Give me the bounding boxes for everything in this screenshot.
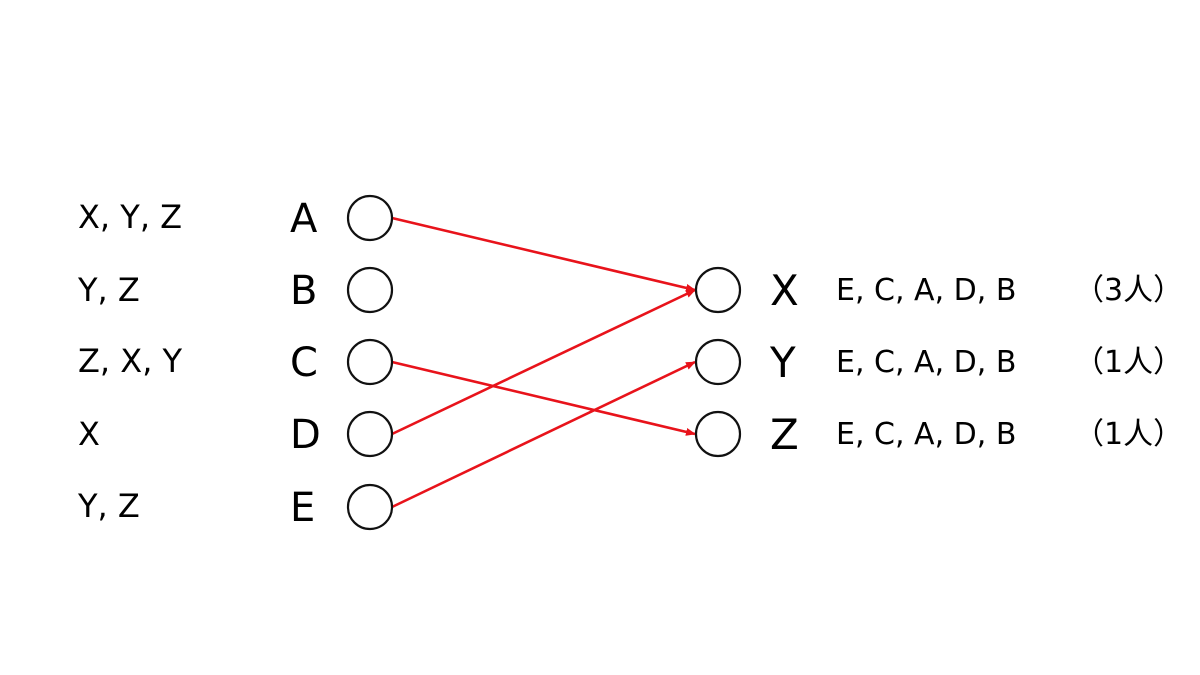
acceptor-row-x: X E, C, A, D, B （3人） — [694, 266, 1183, 315]
edge-d-x — [391, 288, 696, 436]
acceptor-label: Z — [770, 410, 799, 459]
proposer-row-a: X, Y, Z A — [78, 194, 394, 242]
proposer-label: B — [290, 268, 317, 314]
acceptor-node-z — [694, 410, 742, 458]
proposer-label: A — [290, 196, 318, 242]
acceptor-label: X — [770, 266, 799, 315]
proposer-prefs: X — [78, 415, 100, 453]
proposer-row-b: Y, Z B — [77, 266, 394, 314]
proposer-node-c — [346, 338, 394, 386]
acceptor-node-y — [694, 338, 742, 386]
proposer-prefs: Z, X, Y — [78, 342, 183, 380]
proposer-prefs: Y, Z — [77, 271, 140, 309]
acceptor-ranking: E, C, A, D, B — [836, 417, 1016, 452]
proposer-row-d: X D — [78, 410, 394, 458]
edge-c-z — [391, 360, 696, 436]
acceptor-ranking: E, C, A, D, B — [836, 345, 1016, 380]
proposer-node-d — [346, 410, 394, 458]
proposer-prefs: Y, Z — [77, 487, 140, 525]
proposer-node-b — [346, 266, 394, 314]
proposer-label: E — [290, 485, 315, 531]
acceptor-capacity: （3人） — [1074, 273, 1183, 308]
proposer-node-a — [346, 194, 394, 242]
edges-layer — [391, 216, 696, 509]
proposer-node-e — [346, 483, 394, 531]
proposer-prefs: X, Y, Z — [78, 198, 182, 236]
proposer-row-e: Y, Z E — [77, 483, 394, 531]
acceptor-capacity: （1人） — [1074, 417, 1183, 452]
proposer-label: C — [290, 340, 318, 386]
acceptor-ranking: E, C, A, D, B — [836, 273, 1016, 308]
acceptor-capacity: （1人） — [1074, 345, 1183, 380]
acceptor-row-z: Z E, C, A, D, B （1人） — [694, 410, 1183, 459]
proposer-label: D — [290, 412, 321, 458]
edge-e-y — [391, 360, 696, 509]
acceptor-row-y: Y E, C, A, D, B （1人） — [694, 338, 1183, 387]
edge-a-x — [391, 216, 696, 292]
acceptor-label: Y — [769, 338, 796, 387]
proposer-row-c: Z, X, Y C — [78, 338, 394, 386]
acceptor-node-x — [694, 266, 742, 314]
